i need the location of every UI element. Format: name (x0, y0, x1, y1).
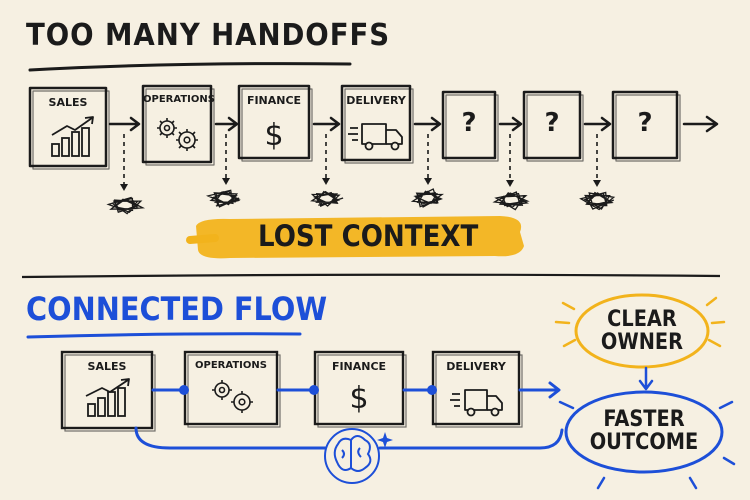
gears-icon (212, 380, 253, 413)
top-box-sales (28, 86, 108, 168)
lost-context-highlight (196, 216, 524, 259)
top-step-label-unknown-1: ? (461, 108, 477, 138)
top-box-unknown-2 (522, 90, 582, 160)
clear-owner-label: CLEAR OWNER (600, 307, 684, 355)
top-arrow-6 (583, 116, 612, 132)
top-step-label-unknown-3: ? (637, 108, 653, 138)
top-box-operations (141, 84, 213, 164)
tangle-icon (579, 191, 616, 211)
dollar-icon: $ (264, 118, 283, 153)
bottom-arrow-out (518, 381, 561, 399)
top-step-label-unknown-2: ? (544, 108, 560, 138)
clear-owner-oval (574, 293, 710, 369)
top-arrow-4 (413, 116, 442, 132)
loop-connector (134, 426, 327, 450)
top-arrow-5 (498, 116, 523, 132)
top-step-label-finance: FINANCE (246, 94, 302, 107)
top-arrow-7 (682, 115, 719, 133)
connected-underline (26, 332, 302, 339)
top-step-label-delivery: DELIVERY (346, 94, 406, 107)
faster-outcome-oval (564, 390, 724, 474)
tangle-icon (410, 188, 445, 208)
delivery-truck-icon (348, 123, 403, 151)
sparkle-icon (377, 432, 393, 448)
top-arrow-1 (108, 116, 141, 132)
top-step-label-operations: OPERATIONS (143, 94, 215, 105)
top-box-unknown-3 (611, 90, 679, 160)
top-box-unknown-1 (441, 90, 497, 160)
gears-icon (157, 118, 198, 151)
bottom-step-label-operations: OPERATIONS (195, 360, 267, 371)
faster-outcome-label: FASTER OUTCOME (589, 407, 699, 455)
tangle-icon (492, 191, 530, 211)
brain-icon (324, 428, 380, 484)
dollar-icon: $ (349, 381, 368, 416)
top-arrow-3 (312, 116, 341, 132)
delivery-truck-icon (450, 389, 503, 417)
top-step-label-sales: SALES (48, 96, 88, 109)
bottom-step-label-delivery: DELIVERY (446, 360, 506, 373)
bottom-step-label-sales: SALES (87, 360, 127, 373)
top-box-delivery (340, 84, 412, 162)
title-underline (28, 62, 352, 72)
tangle-icon (106, 196, 146, 215)
tangle-icon (206, 189, 241, 208)
tangle-icon (310, 190, 344, 207)
bottom-section-title: CONNECTED FLOW (26, 290, 328, 328)
section-divider (21, 273, 721, 279)
top-arrow-2 (214, 116, 239, 132)
growth-chart-icon (85, 378, 130, 417)
growth-chart-icon (51, 116, 94, 157)
lost-context-label: LOST CONTEXT (258, 219, 479, 253)
bottom-step-label-finance: FINANCE (331, 360, 387, 373)
top-section-title: TOO MANY HANDOFFS (26, 18, 391, 53)
top-box-finance (237, 84, 311, 160)
